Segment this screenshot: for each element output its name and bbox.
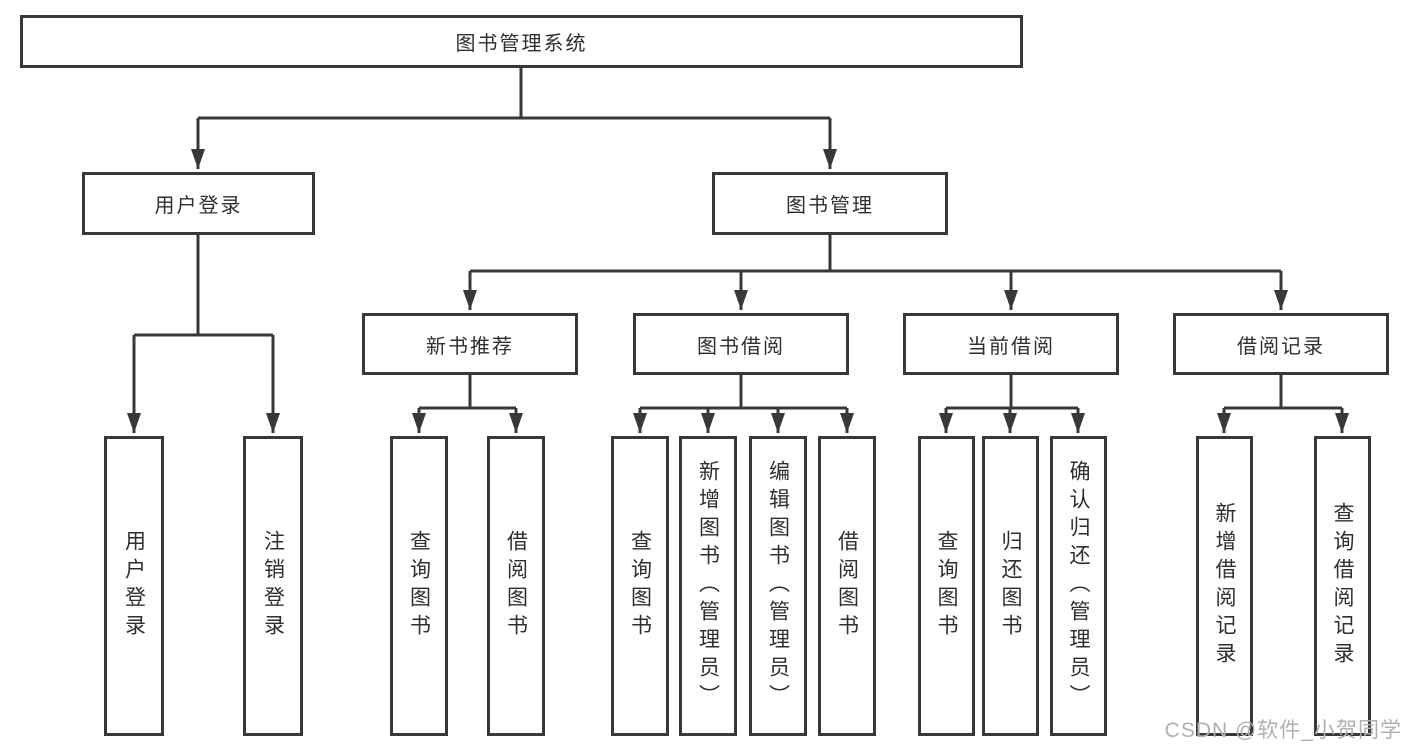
leaf-cb-return-books: 归还图书 bbox=[982, 436, 1039, 736]
leaf-bb-add-books-admin: 新增图书（管理员） bbox=[679, 436, 737, 736]
csdn-watermark: CSDN @软件_小贺同学 bbox=[1164, 719, 1402, 742]
leaf-nb-query-books: 查询图书 bbox=[390, 436, 448, 736]
leaf-bb-query-books: 查询图书 bbox=[611, 436, 669, 736]
leaf-logout: 注销登录 bbox=[243, 436, 303, 736]
leaf-bb-borrow-books: 借阅图书 bbox=[818, 436, 876, 736]
leaf-br-add-borrow-record: 新增借阅记录 bbox=[1196, 436, 1253, 736]
node-book-borrowing: 图书借阅 bbox=[633, 313, 849, 375]
connector-book-borrowing-to-children bbox=[633, 375, 854, 433]
leaf-cb-confirm-return-admin: 确认归还（管理员） bbox=[1050, 436, 1107, 736]
connector-user-login-to-children bbox=[127, 235, 280, 433]
node-book-management: 图书管理 bbox=[712, 172, 948, 235]
leaf-bb-edit-books-admin: 编辑图书（管理员） bbox=[749, 436, 807, 736]
connector-borrowing-records-to-children bbox=[1217, 375, 1349, 433]
connector-current-borrowing-to-children bbox=[939, 375, 1085, 433]
connector-root-to-level1 bbox=[191, 68, 837, 169]
connector-new-book-recommend-to-children bbox=[412, 375, 523, 433]
leaf-user-login: 用户登录 bbox=[104, 436, 164, 736]
leaf-nb-borrow-books: 借阅图书 bbox=[487, 436, 545, 736]
leaf-cb-query-books: 查询图书 bbox=[918, 436, 975, 736]
node-new-book-recommend: 新书推荐 bbox=[362, 313, 578, 375]
node-user-login: 用户登录 bbox=[82, 172, 315, 235]
node-root-system: 图书管理系统 bbox=[20, 15, 1023, 68]
node-current-borrowing: 当前借阅 bbox=[903, 313, 1119, 375]
connector-book-management-to-children bbox=[463, 235, 1288, 310]
leaf-br-query-borrow-record: 查询借阅记录 bbox=[1314, 436, 1371, 736]
node-borrowing-records: 借阅记录 bbox=[1173, 313, 1389, 375]
